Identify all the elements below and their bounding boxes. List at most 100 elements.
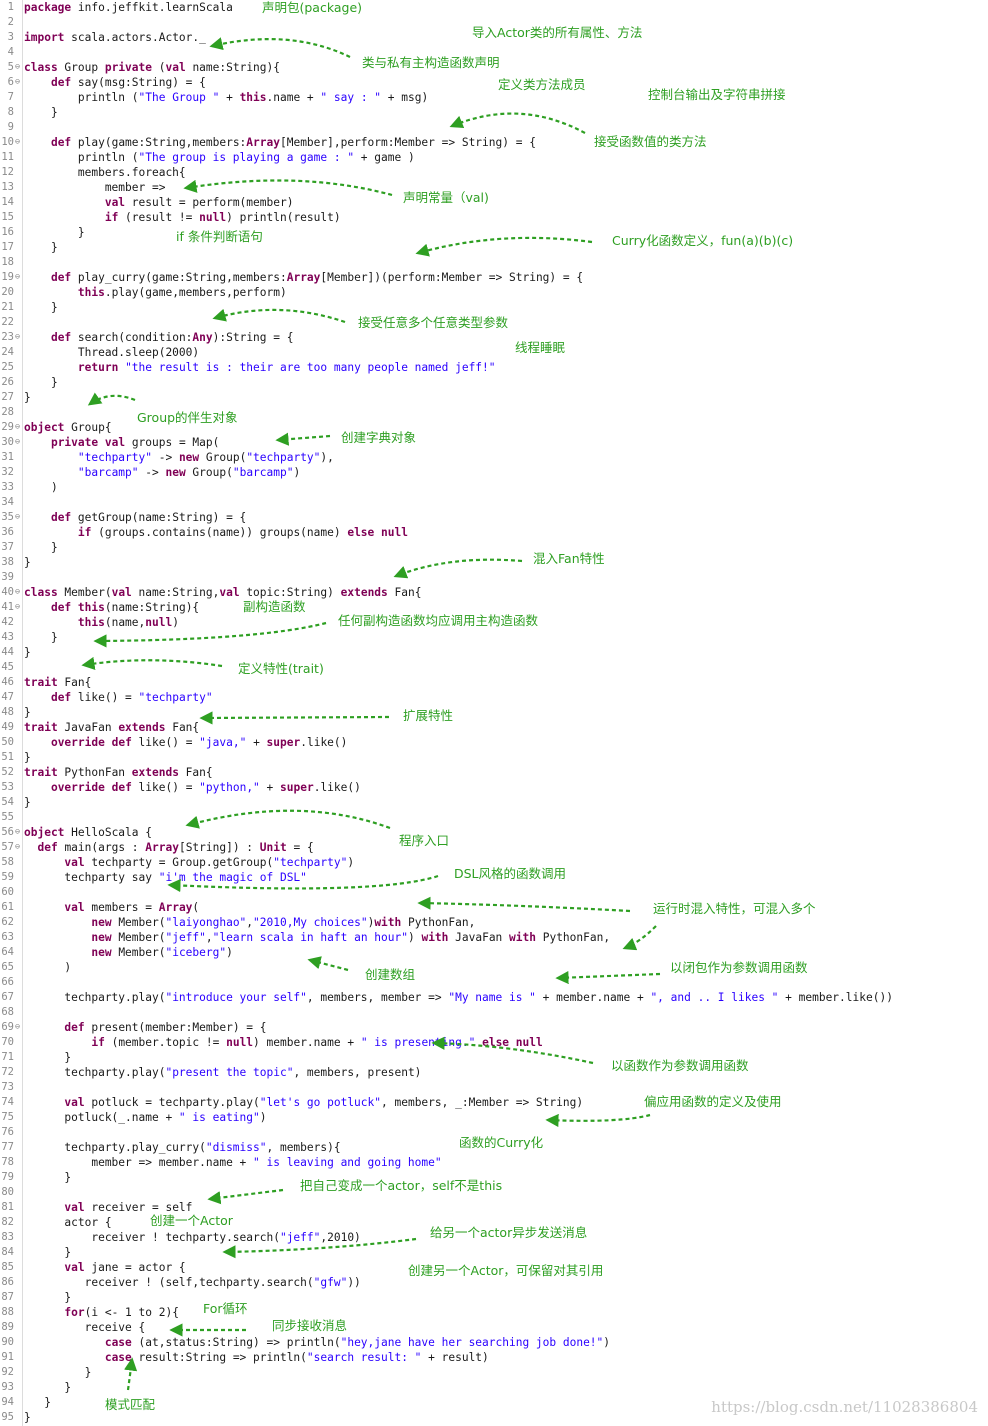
line-number: 41 xyxy=(1,601,14,613)
code-text: def say(msg:String) = { xyxy=(50,76,206,89)
annotation-label: 声明常量（val) xyxy=(403,190,489,205)
code-line: 5⊖class Group private (val name:String){ xyxy=(0,60,988,75)
line-number: 2 xyxy=(7,16,14,28)
code-text: trait JavaFan extends Fan{ xyxy=(24,721,200,734)
annotation-label: 运行时混入特性，可混入多个 xyxy=(653,901,816,916)
code-line: 65 ) xyxy=(0,960,988,975)
line-number: 31 xyxy=(1,451,14,463)
code-line: 25 return "the result is : their are too… xyxy=(0,360,988,375)
fold-toggle-icon[interactable]: ⊖ xyxy=(14,77,21,87)
line-number: 21 xyxy=(1,301,14,313)
fold-toggle-icon[interactable]: ⊖ xyxy=(14,422,21,432)
line-number: 35 xyxy=(1,511,14,523)
line-number: 45 xyxy=(1,661,14,673)
code-text: ) xyxy=(24,961,72,974)
code-text: def like() = "techparty" xyxy=(50,691,213,704)
line-number: 83 xyxy=(1,1231,14,1243)
code-line: 77 techparty.play_curry("dismiss", membe… xyxy=(0,1140,988,1155)
code-text: val jane = actor { xyxy=(64,1261,186,1274)
code-line: 42 this(name,null) xyxy=(0,615,988,630)
annotation-label: 创建一个Actor xyxy=(150,1213,233,1228)
code-text: } xyxy=(24,1381,72,1394)
line-number: 38 xyxy=(1,556,14,568)
code-text: private val groups = Map( xyxy=(50,436,220,449)
fold-toggle-icon[interactable]: ⊖ xyxy=(14,842,21,852)
code-line: 94 } xyxy=(0,1395,988,1410)
code-text: trait Fan{ xyxy=(24,676,92,689)
annotation-label: 任何副构造函数均应调用主构造函数 xyxy=(338,613,539,628)
annotation-arrow xyxy=(81,656,223,670)
annotation-arrow xyxy=(545,1113,651,1128)
line-number: 79 xyxy=(1,1171,14,1183)
code-line: 11 println ("The group is playing a game… xyxy=(0,150,988,165)
code-text: } xyxy=(24,1171,72,1184)
code-text: package info.jeffkit.learnScala xyxy=(24,1,233,14)
code-line: 91 case result:String => println("search… xyxy=(0,1350,988,1365)
fold-toggle-icon[interactable]: ⊖ xyxy=(14,1022,21,1032)
code-line: 20 this.play(game,members,perform) xyxy=(0,285,988,300)
code-line: 73 xyxy=(0,1080,988,1095)
code-text: } xyxy=(24,106,58,119)
fold-toggle-icon[interactable]: ⊖ xyxy=(14,512,21,522)
code-line: 35⊖ def getGroup(name:String) = { xyxy=(0,510,988,525)
fold-toggle-icon[interactable]: ⊖ xyxy=(14,602,21,612)
fold-toggle-icon[interactable]: ⊖ xyxy=(14,137,21,147)
code-line: 13 member => xyxy=(0,180,988,195)
code-line: 89 receive { xyxy=(0,1320,988,1335)
code-text: object HelloScala { xyxy=(24,826,152,839)
code-text: new Member("laiyonghao","2010,My choices… xyxy=(91,916,476,929)
line-number: 25 xyxy=(1,361,14,373)
line-number: 72 xyxy=(1,1066,14,1078)
annotation-arrow xyxy=(393,558,523,579)
code-line: 87 } xyxy=(0,1290,988,1305)
fold-toggle-icon[interactable]: ⊖ xyxy=(14,62,21,72)
fold-toggle-icon[interactable]: ⊖ xyxy=(14,827,21,837)
code-line: 53 override def like() = "python," + sup… xyxy=(0,780,988,795)
code-line: 81 val receiver = self xyxy=(0,1200,988,1215)
code-text: if (result != null) println(result) xyxy=(104,211,341,224)
line-number: 19 xyxy=(1,271,14,283)
code-line: 21 } xyxy=(0,300,988,315)
annotation-arrow xyxy=(124,1357,138,1391)
line-number: 84 xyxy=(1,1246,14,1258)
code-line: 8 } xyxy=(0,105,988,120)
code-text: this(name,null) xyxy=(77,616,179,629)
code-text: object Group{ xyxy=(24,421,112,434)
line-number: 16 xyxy=(1,226,14,238)
code-text: return "the result is : their are too ma… xyxy=(77,361,496,374)
code-line: 40⊖class Member(val name:String,val topi… xyxy=(0,585,988,600)
fold-toggle-icon[interactable]: ⊖ xyxy=(14,437,21,447)
line-number: 76 xyxy=(1,1126,14,1138)
code-text: } xyxy=(24,556,31,569)
fold-toggle-icon[interactable]: ⊖ xyxy=(14,587,21,597)
annotation-label: 导入Actor类的所有属性、方法 xyxy=(472,25,643,40)
code-text: } xyxy=(24,1051,72,1064)
line-number: 22 xyxy=(1,316,14,328)
annotation-label: 偏应用函数的定义及使用 xyxy=(644,1094,782,1109)
fold-toggle-icon[interactable]: ⊖ xyxy=(14,332,21,342)
watermark: https://blog.csdn.net/11028386804 xyxy=(711,1398,978,1416)
code-line: 28 xyxy=(0,405,988,420)
code-line: 27} xyxy=(0,390,988,405)
line-number: 67 xyxy=(1,991,14,1003)
line-number: 62 xyxy=(1,916,14,928)
code-line: 4 xyxy=(0,45,988,60)
code-line: 88 for(i <- 1 to 2){ xyxy=(0,1305,988,1320)
line-number: 87 xyxy=(1,1291,14,1303)
line-number: 82 xyxy=(1,1216,14,1228)
code-text: val members = Array( xyxy=(64,901,200,914)
line-number: 12 xyxy=(1,166,14,178)
code-line: 75 potluck(_.name + " is eating") xyxy=(0,1110,988,1125)
annotation-label: 混入Fan特性 xyxy=(533,551,605,566)
line-number: 4 xyxy=(7,46,14,58)
code-text: trait PythonFan extends Fan{ xyxy=(24,766,213,779)
code-line: 45 xyxy=(0,660,988,675)
annotation-label: 函数的Curry化 xyxy=(459,1135,544,1150)
line-number: 32 xyxy=(1,466,14,478)
fold-toggle-icon[interactable]: ⊖ xyxy=(14,272,21,282)
code-text: members.foreach{ xyxy=(24,166,186,179)
code-line: 56⊖object HelloScala { xyxy=(0,825,988,840)
code-line: 83 receiver ! techparty.search("jeff",20… xyxy=(0,1230,988,1245)
